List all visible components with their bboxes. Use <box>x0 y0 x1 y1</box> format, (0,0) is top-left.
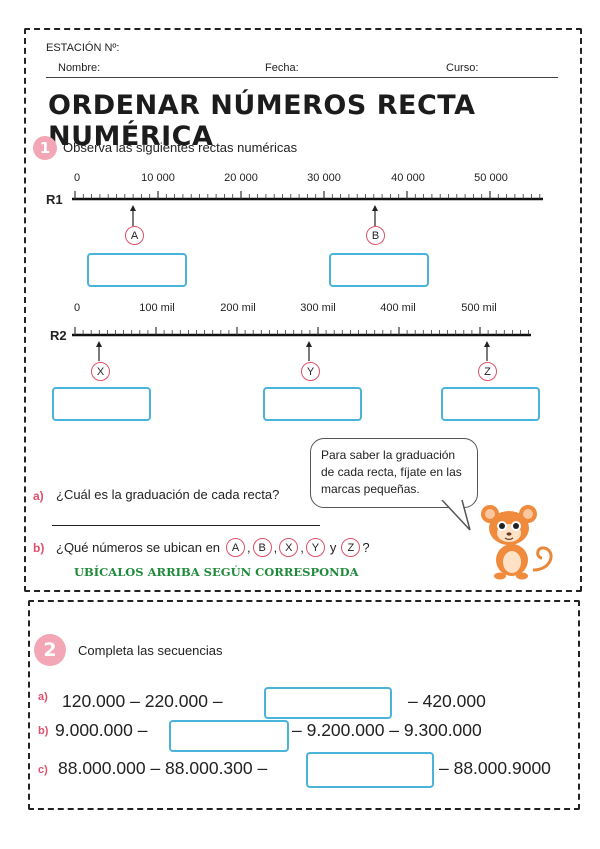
tick-label: 0 <box>74 302 80 314</box>
arrow-x-head <box>96 341 102 347</box>
marker-a: A <box>125 226 144 245</box>
line-label: R1 <box>46 192 63 207</box>
inline-marker-y: Y <box>305 538 325 557</box>
section-1-badge: 1 <box>33 136 57 160</box>
marker-z: Z <box>478 362 497 381</box>
bubble-tail <box>441 500 471 531</box>
question-a-text: ¿Cuál es la graduación de cada recta? <box>56 487 280 502</box>
section-2-frame <box>28 600 580 810</box>
tick-label: 400 mil <box>380 302 415 314</box>
tick-label: 50 000 <box>474 172 508 184</box>
arrow-y-head <box>306 341 312 347</box>
date-label: Fecha: <box>265 62 299 74</box>
sequence-a-blank[interactable] <box>264 687 392 719</box>
section-2-instruction: Completa las secuencias <box>78 643 223 658</box>
sep: , <box>273 540 278 555</box>
section-2-badge: 2 <box>34 634 66 666</box>
course-label: Curso: <box>446 62 479 74</box>
inline-marker-a: A <box>226 538 246 557</box>
sequence-c-blank[interactable] <box>306 752 434 788</box>
question-b-prefix: ¿Qué números se ubican en <box>56 540 221 555</box>
arrow-a-head <box>130 205 136 211</box>
sequence-c-start: 88.000.000 – 88.000.300 – <box>58 758 268 778</box>
inline-marker-b: B <box>252 538 272 557</box>
section-1-instruction: Observa las siguientes rectas numéricas <box>63 140 298 155</box>
sequence-c-letter: c) <box>38 764 48 776</box>
question-b-text: ¿Qué números se ubican en A, B, X, Y y Z… <box>56 538 370 557</box>
tick-label: 100 mil <box>139 302 174 314</box>
tick-label: 500 mil <box>461 302 496 314</box>
question-a-letter: a) <box>33 489 44 503</box>
sep-y: y <box>329 540 337 555</box>
answer-box-y[interactable] <box>263 387 362 421</box>
sequence-a-end: – 420.000 <box>408 691 486 711</box>
arrow-b-head <box>372 205 378 211</box>
sequence-b-start: 9.000.000 – <box>55 720 148 740</box>
sep: , <box>247 540 251 555</box>
answer-box-x[interactable] <box>52 387 151 421</box>
marker-x: X <box>91 362 110 381</box>
line-label: R2 <box>50 328 67 343</box>
tip-text: Para saber la graduación de cada recta, … <box>321 448 462 496</box>
page-title: ORDENAR NÚMEROS RECTA NUMÉRICA <box>48 90 476 152</box>
tick-label: 40 000 <box>391 172 425 184</box>
answer-box-a[interactable] <box>87 253 187 287</box>
sequence-b-end: – 9.200.000 – 9.300.000 <box>292 720 482 740</box>
section-1-frame <box>24 28 582 592</box>
answer-box-z[interactable] <box>441 387 540 421</box>
question-b-letter: b) <box>33 541 45 555</box>
sequence-b-letter: b) <box>38 725 49 737</box>
answer-box-b[interactable] <box>329 253 429 287</box>
tick-label: 30 000 <box>307 172 341 184</box>
sequence-c-end: – 88.000.9000 <box>439 758 551 778</box>
name-label: Nombre: <box>58 62 101 74</box>
tick-label: 20 000 <box>224 172 258 184</box>
marker-b: B <box>366 226 385 245</box>
sequence-b-blank[interactable] <box>169 720 289 752</box>
inline-marker-z: Z <box>341 538 361 557</box>
monkey-illustration <box>481 505 553 580</box>
station-label: ESTACIÓN Nº: <box>46 42 120 54</box>
header-underline <box>46 77 558 78</box>
tick-label: 200 mil <box>220 302 255 314</box>
sequence-a-letter: a) <box>38 691 48 703</box>
sep: , <box>300 540 304 555</box>
instruction-locate: UBÍCALOS ARRIBA SEGÚN CORRESPONDA <box>74 565 359 579</box>
tick-label: 10 000 <box>141 172 175 184</box>
tick-label: 0 <box>74 172 80 184</box>
question-b-end: ? <box>362 540 370 555</box>
tick-label: 300 mil <box>300 302 335 314</box>
inline-marker-x: X <box>279 538 299 557</box>
sequence-a-start: 120.000 – 220.000 – <box>62 691 223 711</box>
tip-bubble: Para saber la graduación de cada recta, … <box>310 438 478 508</box>
arrow-z-head <box>484 341 490 347</box>
answer-line-a[interactable] <box>52 525 320 526</box>
marker-y: Y <box>301 362 320 381</box>
